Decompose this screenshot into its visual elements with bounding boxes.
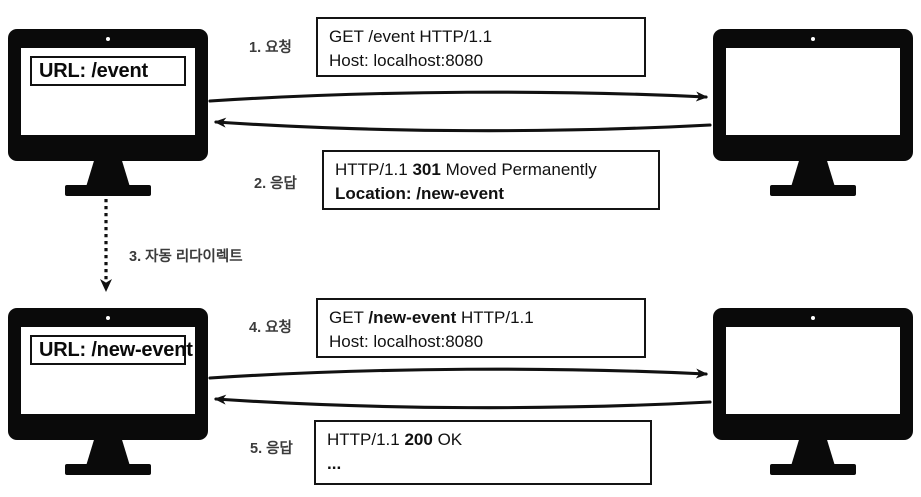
- message-box-5: HTTP/1.1 200 OK ...: [314, 420, 652, 485]
- message-box-2-line-1: HTTP/1.1 301 Moved Permanently: [335, 160, 597, 179]
- webcam-dot: [811, 37, 815, 41]
- url-bar-top[interactable]: URL: /event: [30, 56, 186, 86]
- arrow-response-2: [214, 117, 712, 133]
- monitor-neck: [791, 440, 835, 466]
- arrow-request-1: [208, 90, 708, 103]
- message-box-5-line-1: HTTP/1.1 200 OK: [327, 430, 463, 449]
- message-box-5-line-2: ...: [327, 454, 342, 473]
- monitor-bezel: [713, 29, 913, 161]
- message-box-2: HTTP/1.1 301 Moved Permanently Location:…: [322, 150, 660, 210]
- step-label-1: 1. 요청: [249, 40, 292, 56]
- step-label-2: 2. 응답: [254, 176, 297, 192]
- monitor-base: [65, 464, 151, 475]
- monitor-bezel: URL: /event: [8, 29, 208, 161]
- message-box-4-line-2: Host: localhost:8080: [329, 332, 484, 351]
- client-monitor-top: URL: /event: [8, 29, 208, 196]
- monitor-base: [770, 464, 856, 475]
- message-box-1-line-1: GET /event HTTP/1.1: [329, 27, 493, 46]
- message-box-1: GET /event HTTP/1.1 Host: localhost:8080: [316, 17, 646, 77]
- server-monitor-bottom: [713, 308, 913, 475]
- monitor-screen: URL: /event: [21, 48, 195, 135]
- webcam-dot: [811, 316, 815, 320]
- step-label-5: 5. 응답: [250, 441, 293, 457]
- monitor-neck: [791, 161, 835, 187]
- step-label-4: 4. 요청: [249, 320, 292, 336]
- url-bar-bottom-text: URL: /new-event: [39, 338, 193, 361]
- monitor-neck: [86, 440, 130, 466]
- step-label-3: 3. 자동 리다이렉트: [129, 249, 243, 265]
- arrow-response-5: [214, 394, 712, 410]
- message-box-4-line-1: GET /new-event HTTP/1.1: [329, 308, 534, 327]
- url-bar-top-text: URL: /event: [39, 59, 148, 82]
- message-box-1-line-2: Host: localhost:8080: [329, 51, 484, 70]
- monitor-bezel: URL: /new-event: [8, 308, 208, 440]
- monitor-screen: [726, 327, 900, 414]
- monitor-screen: [726, 48, 900, 135]
- message-box-2-line-2: Location: /new-event: [335, 184, 505, 203]
- url-bar-bottom[interactable]: URL: /new-event: [30, 335, 193, 365]
- monitor-base: [65, 185, 151, 196]
- message-box-4: GET /new-event HTTP/1.1 Host: localhost:…: [316, 298, 646, 358]
- server-monitor-top: [713, 29, 913, 196]
- webcam-dot: [106, 37, 110, 41]
- monitor-neck: [86, 161, 130, 187]
- monitor-base: [770, 185, 856, 196]
- arrow-request-4: [208, 367, 708, 380]
- monitor-screen: URL: /new-event: [21, 327, 195, 414]
- client-monitor-bottom: URL: /new-event: [8, 308, 208, 475]
- monitor-bezel: [713, 308, 913, 440]
- webcam-dot: [106, 316, 110, 320]
